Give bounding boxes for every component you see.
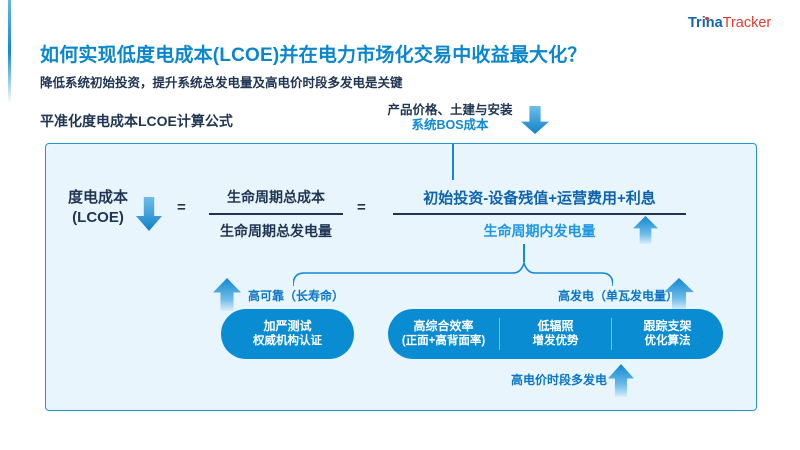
up-arrow-icon xyxy=(664,278,694,310)
pill-line1: 跟踪支架 xyxy=(643,319,692,333)
pill-line1: 加严测试 xyxy=(263,319,312,333)
fraction2-denominator: 生命周期内发电量 xyxy=(483,223,596,239)
pill-column: 加严测试 权威机构认证 xyxy=(221,320,354,348)
pill-line1: 高综合效率 xyxy=(413,319,474,333)
lcoe-term-line1: 度电成本 xyxy=(67,189,128,206)
fraction1-denominator: 生命周期总发电量 xyxy=(220,223,332,239)
annotation-line1: 产品价格、土建与安装 xyxy=(387,103,513,117)
lcoe-term: 度电成本 (LCOE) xyxy=(58,188,138,228)
down-arrow-icon xyxy=(136,197,162,231)
pill-column-efficiency: 高综合效率 (正面+高背面率) xyxy=(388,320,499,348)
up-arrow-icon xyxy=(608,364,634,397)
formula-section-label: 平准化度电成本LCOE计算公式 xyxy=(40,113,233,129)
equals-sign: = xyxy=(357,199,366,216)
logo-tracker: Tracker xyxy=(722,15,772,31)
logo-red-dot-icon xyxy=(705,16,709,21)
fraction1-numerator: 生命周期总成本 xyxy=(227,189,325,205)
fraction2-bar xyxy=(393,213,686,215)
pill-line2: 优化算法 xyxy=(644,335,691,347)
pill-line2: 增发优势 xyxy=(532,335,579,347)
connector-line-mid xyxy=(523,244,525,262)
peak-price-label: 高电价时段多发电 xyxy=(511,373,608,387)
fraction-detailed: 初始投资-设备残值+运营费用+利息 生命周期内发电量 xyxy=(393,187,686,244)
left-accent-line xyxy=(8,0,11,104)
pill-line2: 权威机构认证 xyxy=(253,335,322,347)
logo-trina-text: Trina xyxy=(688,15,723,31)
page-subtitle: 降低系统初始投资，提升系统总发电量及高电价时段多发电是关键 xyxy=(40,76,403,90)
logo-trina: Trina xyxy=(688,15,723,31)
up-arrow-icon xyxy=(213,278,241,311)
pill-divider xyxy=(611,318,612,350)
pill-column-tracker: 跟踪支架 优化算法 xyxy=(612,320,723,348)
connector-line-top xyxy=(452,144,454,180)
fraction1-bar xyxy=(209,213,343,215)
generation-label: 高发电（单瓦发电量） xyxy=(558,289,679,303)
equals-sign: = xyxy=(177,199,186,216)
testing-pill: 加严测试 权威机构认证 xyxy=(221,309,354,359)
reliability-label: 高可靠（长寿命） xyxy=(248,289,345,303)
bos-cost-annotation: 产品价格、土建与安装 系统BOS成本 xyxy=(370,103,530,133)
generation-pill: 高综合效率 (正面+高背面率) 低辐照 增发优势 跟踪支架 优化算法 xyxy=(388,309,723,359)
lcoe-term-line2: (LCOE) xyxy=(72,209,124,226)
fraction2-numerator: 初始投资-设备残值+运营费用+利息 xyxy=(423,190,656,207)
pill-line1: 低辐照 xyxy=(537,319,574,333)
page-title: 如何实现低度电成本(LCOE)并在电力市场化交易中收益最大化？ xyxy=(40,45,587,66)
pill-line2: (正面+高背面率) xyxy=(401,335,486,347)
fraction-total: 生命周期总成本 生命周期总发电量 xyxy=(209,187,343,243)
annotation-line2: 系统BOS成本 xyxy=(411,118,489,132)
pill-column-irradiance: 低辐照 增发优势 xyxy=(500,320,611,348)
up-arrow-icon xyxy=(633,216,658,244)
curly-brace xyxy=(293,261,613,287)
pill-divider xyxy=(499,318,500,350)
down-arrow-icon xyxy=(521,106,549,134)
lcoe-formula-box: 度电成本 (LCOE) = 生命周期总成本 生命周期总发电量 = 初始投资-设备… xyxy=(45,143,757,411)
